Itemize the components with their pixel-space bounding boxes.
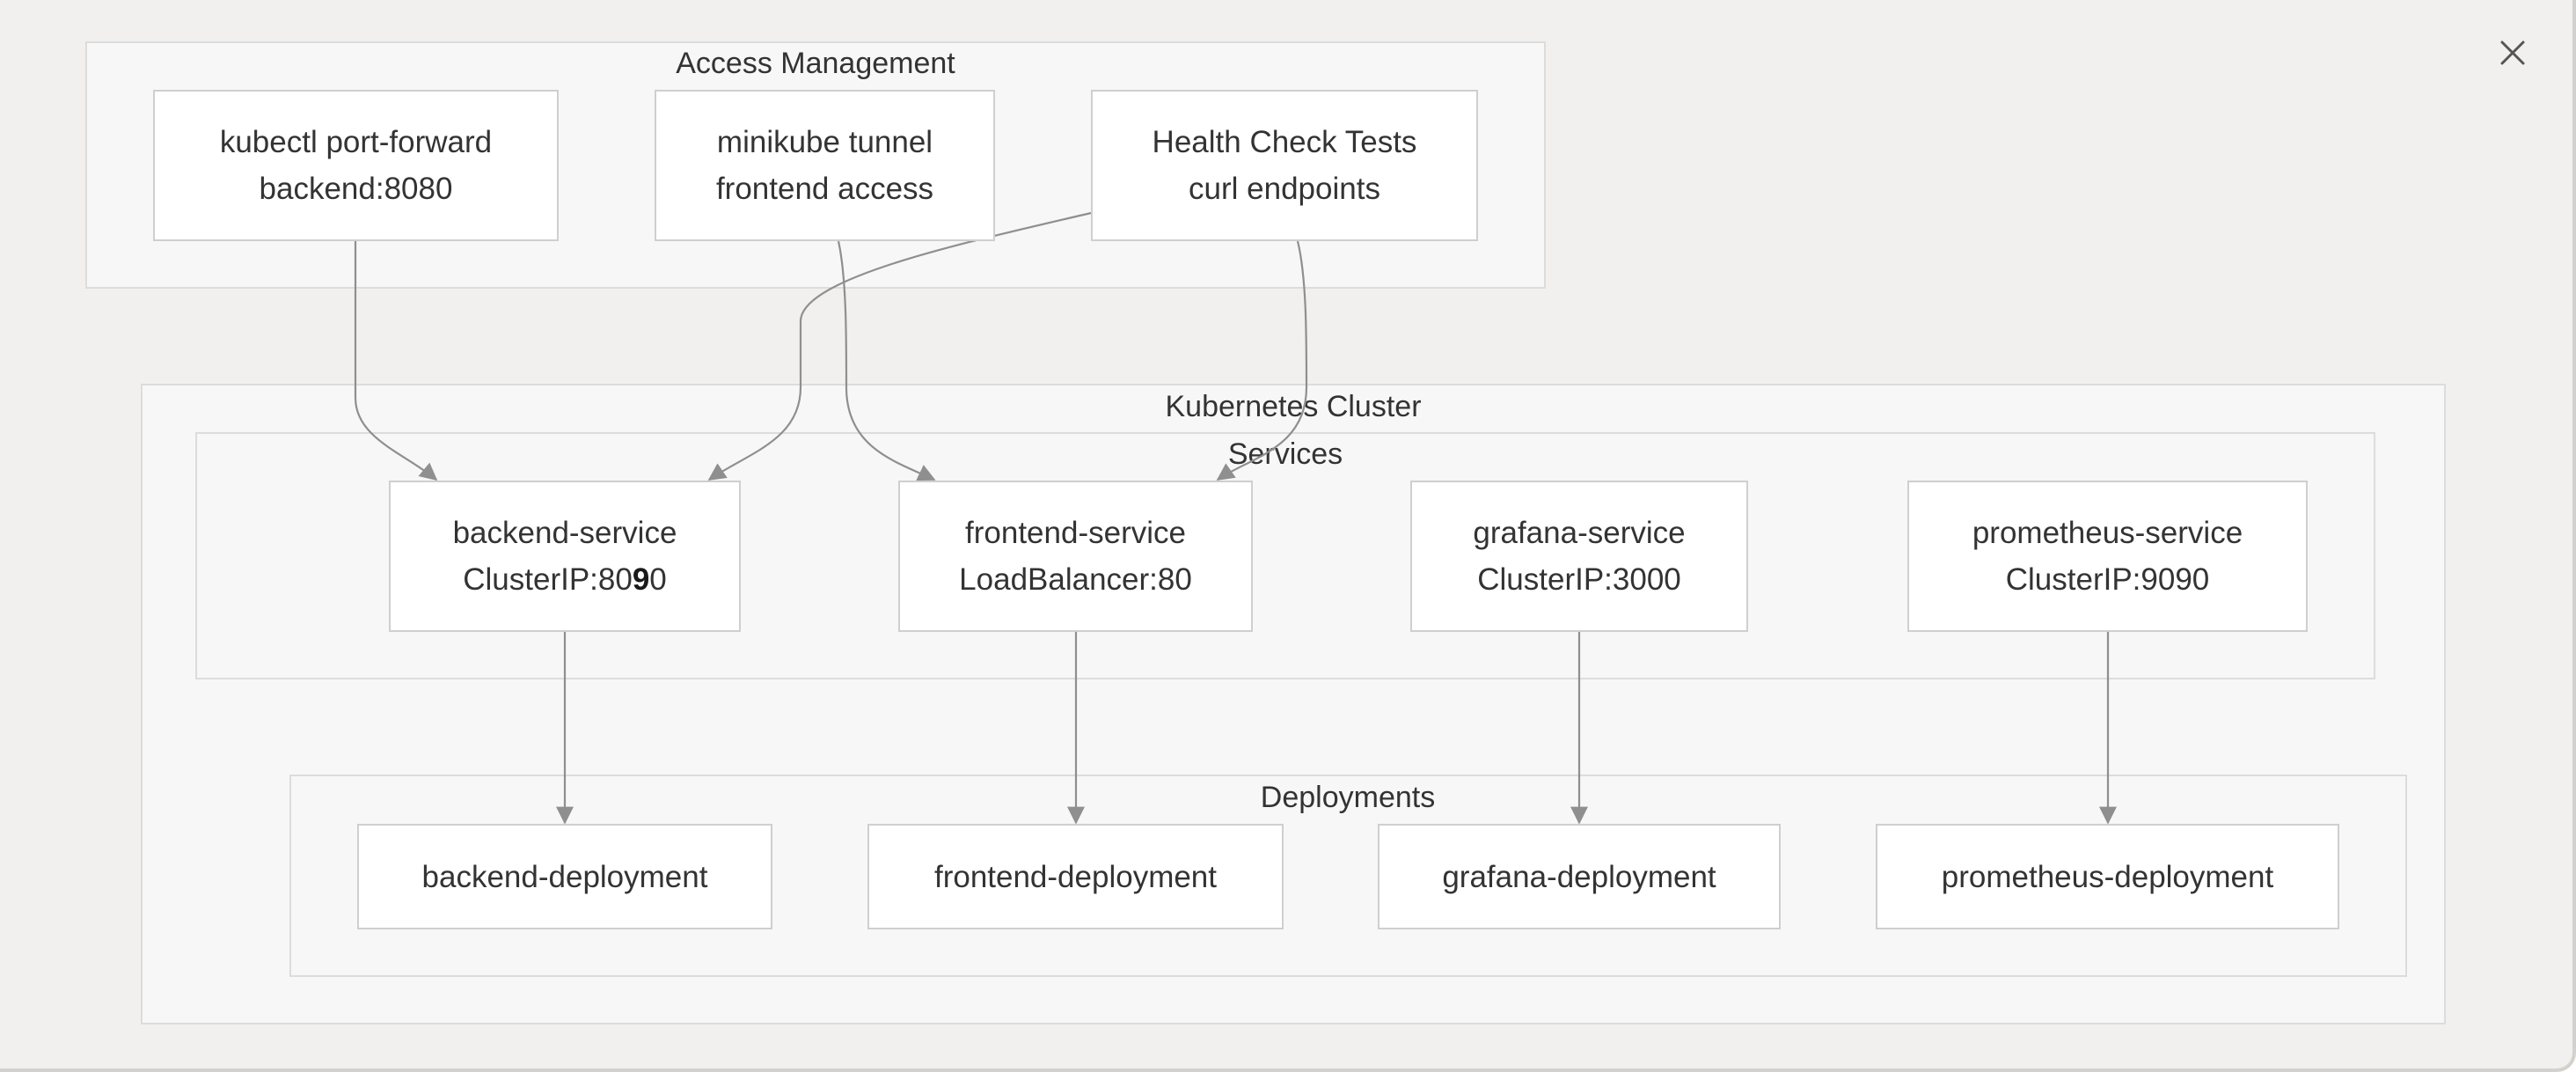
node-frontend-deployment: frontend-deployment <box>867 824 1284 929</box>
node-backend-service-line2: ClusterIP:8090 <box>463 562 667 597</box>
node-frontend-service-line1: frontend-service <box>965 516 1186 550</box>
group-label-services: Services <box>1227 437 1343 471</box>
node-frontend-deployment-label: frontend-deployment <box>933 859 1218 894</box>
node-prometheus-service-line2: ClusterIP:9090 <box>2005 562 2210 597</box>
node-prometheus-service: prometheus-service ClusterIP:9090 <box>1907 481 2308 632</box>
node-grafana-service: grafana-service ClusterIP:3000 <box>1410 481 1748 632</box>
node-health-check-tests: Health Check Tests curl endpoints <box>1091 90 1478 241</box>
edge-kubectl-to-backend-service <box>354 241 438 481</box>
node-prometheus-service-line1: prometheus-service <box>1972 516 2243 550</box>
node-prometheus-deployment: prometheus-deployment <box>1876 824 2339 929</box>
edge-health-to-frontend-service <box>1216 240 1308 481</box>
node-health-line1: Health Check Tests <box>1152 125 1417 159</box>
group-label-access-management: Access Management <box>676 47 955 80</box>
edge-health-to-backend-service <box>707 211 1092 481</box>
node-kubectl-line2: backend:8080 <box>259 172 453 206</box>
group-label-kubernetes-cluster: Kubernetes Cluster <box>1165 390 1422 423</box>
node-minikube-line2: frontend access <box>715 172 934 206</box>
node-backend-deployment-label: backend-deployment <box>421 859 708 894</box>
node-backend-service: backend-service ClusterIP:8090 <box>389 481 741 632</box>
edge-minikube-to-frontend-service <box>837 240 936 481</box>
node-grafana-deployment: grafana-deployment <box>1378 824 1781 929</box>
node-health-line2: curl endpoints <box>1189 172 1380 206</box>
node-frontend-service: frontend-service LoadBalancer:80 <box>898 481 1253 632</box>
node-backend-deployment: backend-deployment <box>357 824 772 929</box>
node-grafana-service-line1: grafana-service <box>1473 516 1686 550</box>
node-grafana-deployment-label: grafana-deployment <box>1442 859 1716 894</box>
group-label-deployments: Deployments <box>1260 781 1436 814</box>
node-kubectl-line1: kubectl port-forward <box>219 125 493 159</box>
node-prometheus-deployment-label: prometheus-deployment <box>1941 859 2274 894</box>
close-icon[interactable] <box>2492 32 2534 74</box>
node-backend-service-line1: backend-service <box>452 516 677 550</box>
node-minikube-line1: minikube tunnel <box>716 125 933 159</box>
node-grafana-service-line2: ClusterIP:3000 <box>1477 562 1681 597</box>
node-minikube-tunnel: minikube tunnel frontend access <box>655 90 995 241</box>
node-kubectl-port-forward: kubectl port-forward backend:8080 <box>153 90 559 241</box>
node-frontend-service-line2: LoadBalancer:80 <box>959 562 1192 597</box>
